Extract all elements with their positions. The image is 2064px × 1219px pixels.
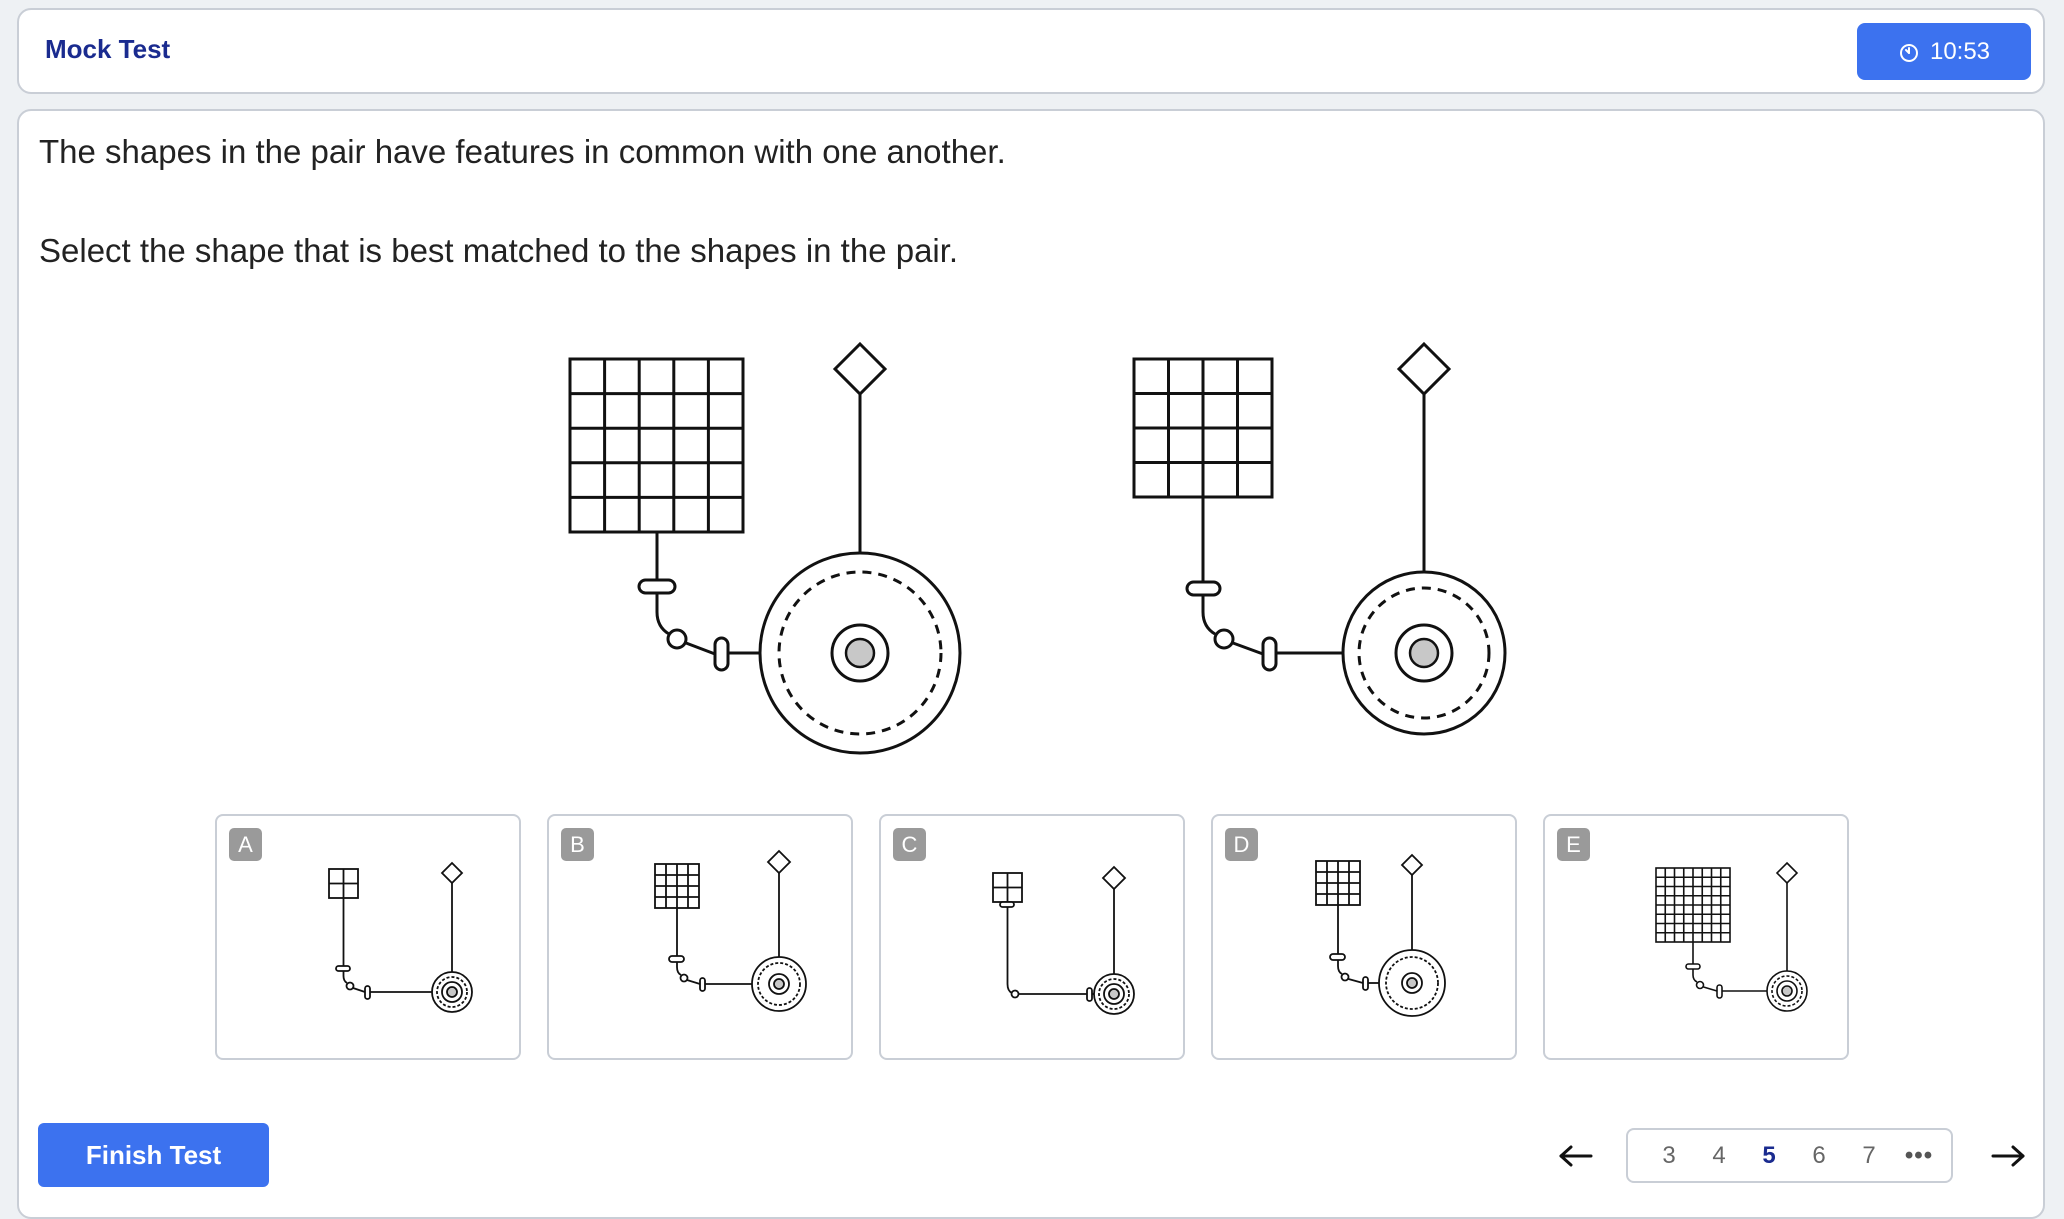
question-text-2: Select the shape that is best matched to… (39, 232, 959, 269)
option-label: D (1225, 828, 1258, 861)
option-c-figure (992, 865, 1135, 1015)
next-arrow-button[interactable] (1983, 1131, 2033, 1181)
pair-shape-1 (568, 341, 962, 755)
arrow-right-icon (1991, 1145, 2025, 1167)
timer-value: 10:53 (1929, 37, 1991, 65)
header-bar: Mock Test 10:53 (17, 8, 2045, 94)
pair-shape-2 (1132, 341, 1507, 736)
page-6[interactable]: 6 (1812, 1141, 1826, 1169)
option-c[interactable]: C (879, 814, 1185, 1060)
option-d-figure (1315, 853, 1446, 1017)
finish-test-button[interactable]: Finish Test (38, 1123, 269, 1187)
option-b-figure (654, 849, 807, 1012)
timer-icon (1898, 41, 1920, 63)
question-panel: The shapes in the pair have features in … (17, 109, 2045, 1219)
option-e[interactable]: E (1543, 814, 1849, 1060)
option-a[interactable]: A (215, 814, 521, 1060)
option-d[interactable]: D (1211, 814, 1517, 1060)
option-b[interactable]: B (547, 814, 853, 1060)
option-label: C (893, 828, 926, 861)
option-e-figure (1655, 861, 1808, 1012)
option-label: E (1557, 828, 1590, 861)
timer-button[interactable]: 10:53 (1857, 23, 2031, 80)
page-7[interactable]: 7 (1862, 1141, 1876, 1169)
pair-figure-group (568, 341, 1507, 755)
option-label: B (561, 828, 594, 861)
page-4[interactable]: 4 (1712, 1141, 1726, 1169)
page-3[interactable]: 3 (1662, 1141, 1676, 1169)
option-label: A (229, 828, 262, 861)
more-pages-button[interactable]: ••• (1904, 1141, 1934, 1169)
arrow-left-icon (1559, 1145, 1593, 1167)
question-text-1: The shapes in the pair have features in … (39, 133, 1006, 170)
prev-arrow-button[interactable] (1551, 1131, 1601, 1181)
pagination: 3 4 5 6 7 ••• (1626, 1128, 1953, 1183)
option-a-figure (328, 861, 473, 1013)
page-title: Mock Test (45, 34, 171, 64)
page-5-current[interactable]: 5 (1762, 1141, 1776, 1169)
